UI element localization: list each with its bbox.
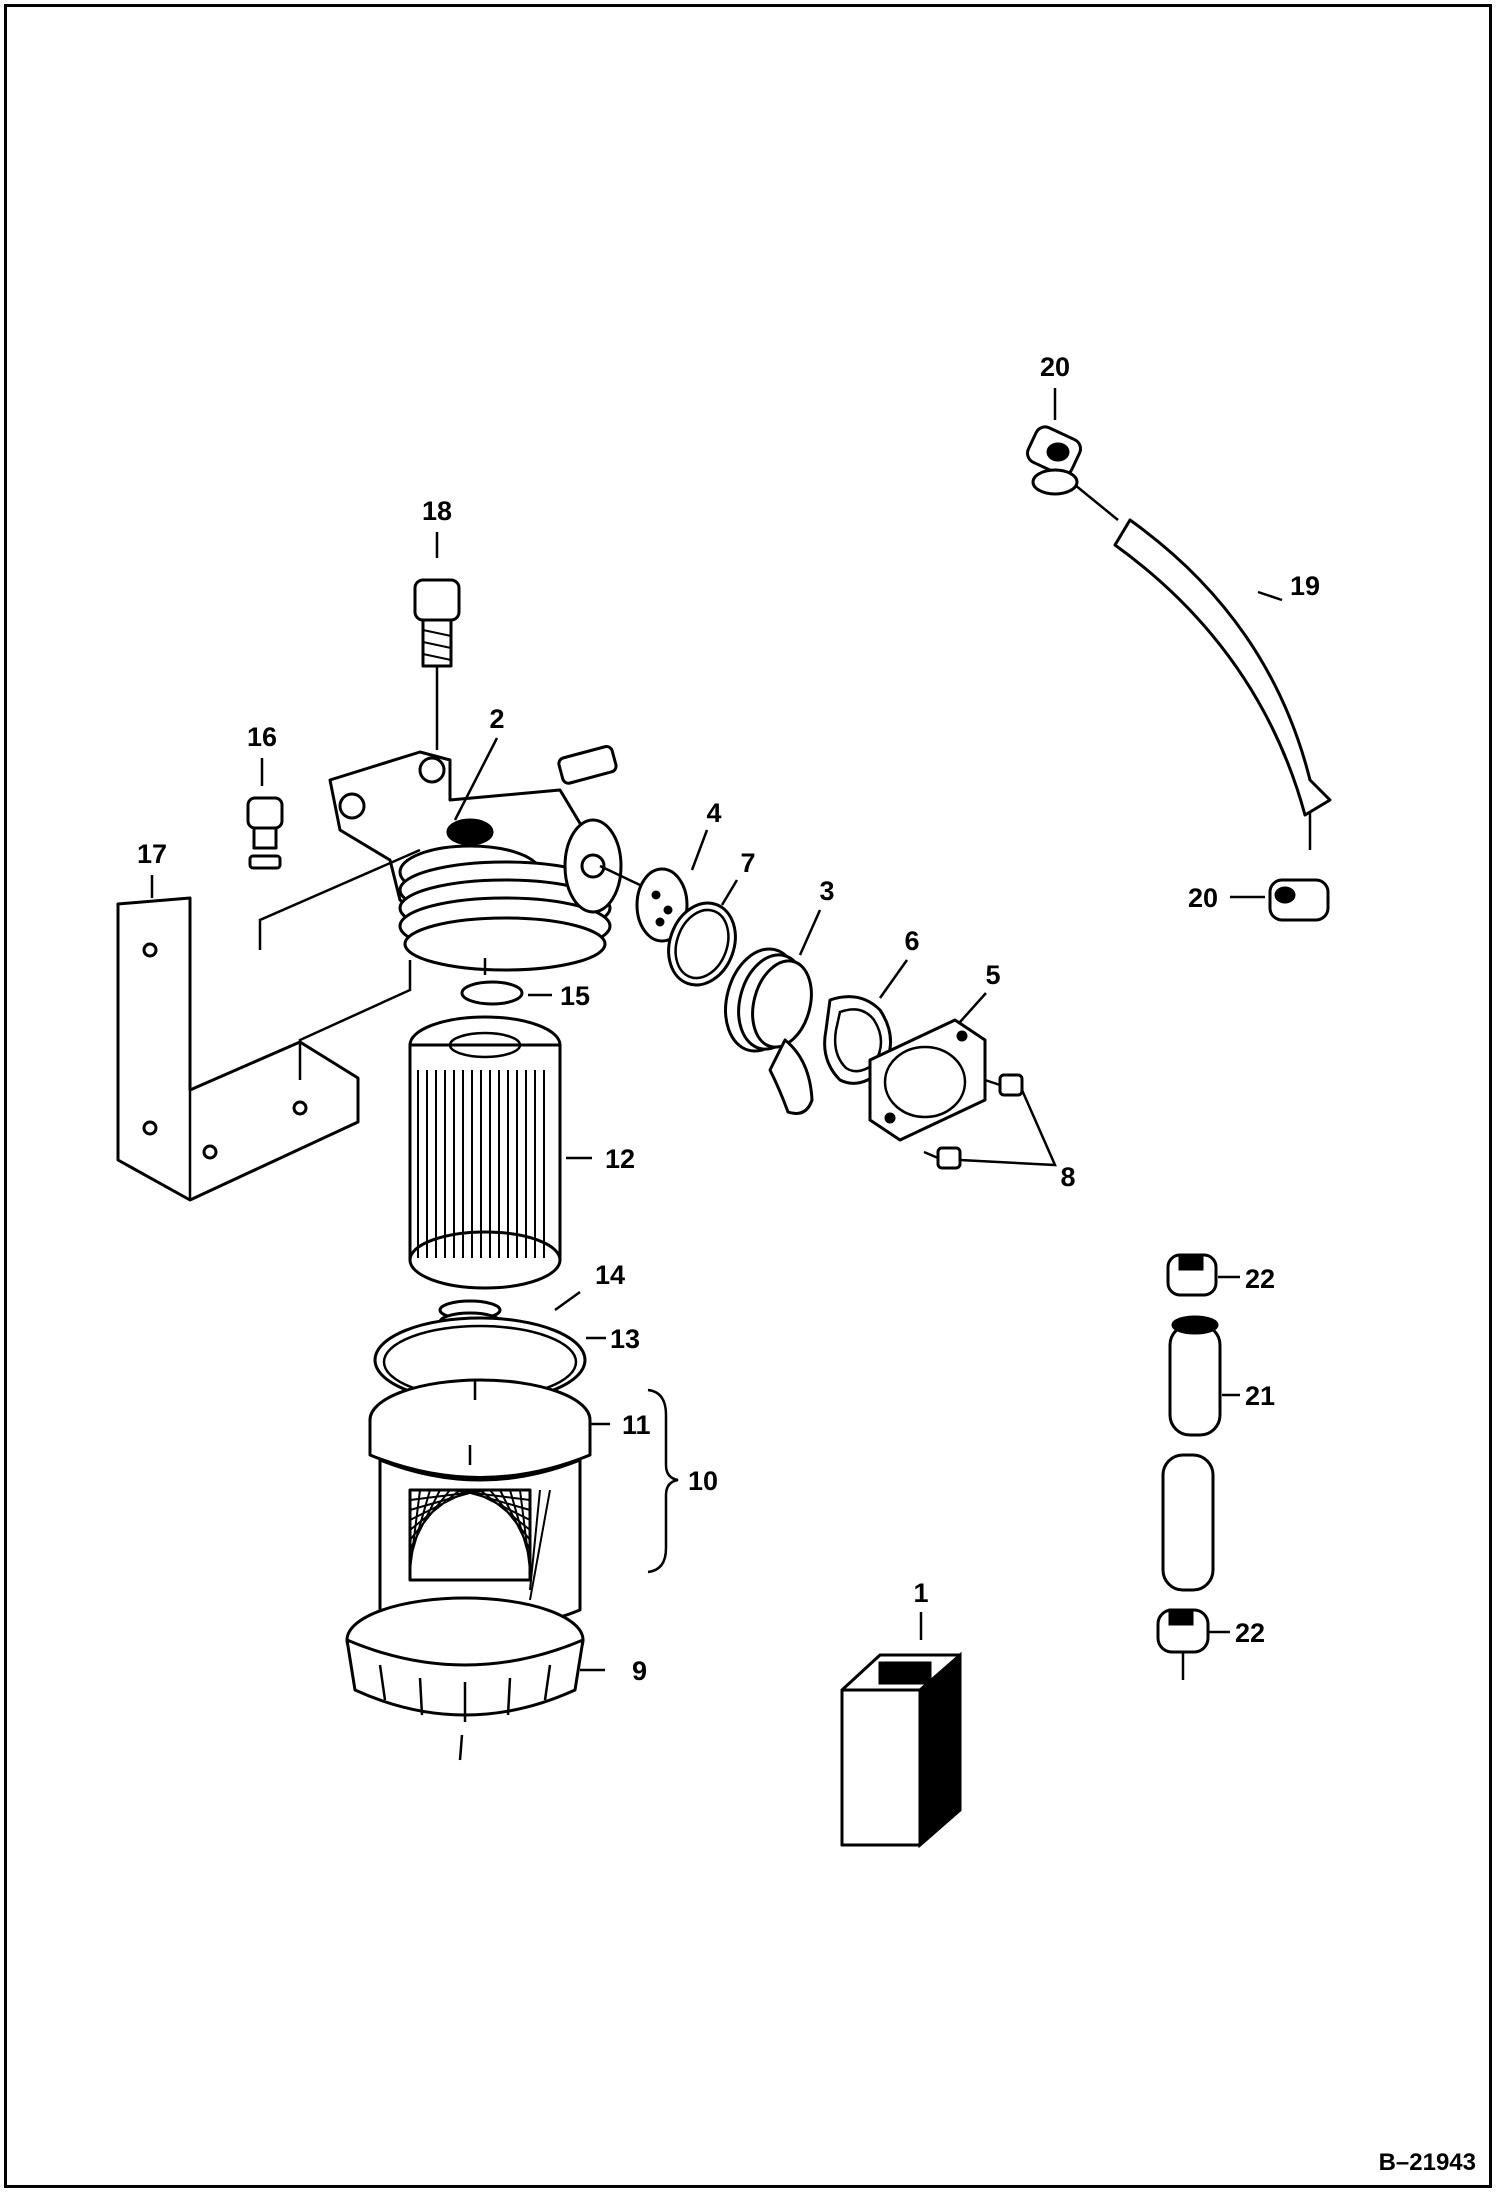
part-7-o-ring — [667, 901, 737, 987]
part-3-cam — [724, 947, 814, 1115]
part-21-fuel-line — [1161, 1315, 1222, 1592]
label-part-21: 21 — [1245, 1381, 1275, 1411]
part-5-cover — [868, 1018, 987, 1142]
label-part-2: 2 — [489, 704, 504, 734]
label-part-14: 14 — [595, 1260, 625, 1290]
part-15-o-ring — [460, 980, 524, 1006]
part-20-clamp-bottom — [1268, 878, 1330, 922]
part-17-bracket — [116, 896, 412, 1202]
label-part-8: 8 — [1060, 1162, 1075, 1192]
label-part-3: 3 — [819, 876, 834, 906]
centre-axis — [458, 958, 487, 1761]
part-2-filter-head — [258, 745, 641, 972]
label-part-13: 13 — [610, 1324, 640, 1354]
label-part-6: 6 — [904, 926, 919, 956]
label-part-15: 15 — [560, 981, 590, 1011]
label-part-12: 12 — [605, 1144, 635, 1174]
label-part-18: 18 — [422, 496, 452, 526]
part-8-screws — [923, 1073, 1057, 1170]
part-10-bowl — [368, 1378, 592, 1632]
figure-id: B–21943 — [1379, 2149, 1476, 2176]
label-part-7: 7 — [740, 848, 755, 878]
leader-lines — [150, 388, 1283, 1672]
part-20-clamp-top — [1026, 425, 1082, 496]
part-1-filter-box — [840, 1651, 962, 1849]
part-19-hose — [1074, 484, 1332, 850]
label-part-22-top: 22 — [1245, 1264, 1275, 1294]
label-part-19: 19 — [1290, 571, 1320, 601]
label-part-11: 11 — [622, 1410, 651, 1440]
part-18-bolt — [413, 578, 461, 750]
part-12-filter-element — [408, 1015, 562, 1290]
part-16-plug — [246, 796, 284, 870]
part-22-clamp-top — [1166, 1253, 1218, 1297]
label-part-22-bottom: 22 — [1235, 1618, 1265, 1648]
part-22-clamp-bottom — [1156, 1608, 1210, 1680]
part-9-ring-nut — [345, 1596, 585, 1722]
label-part-20-bottom: 20 — [1188, 883, 1218, 913]
label-part-4: 4 — [706, 798, 721, 828]
label-part-17: 17 — [137, 839, 167, 869]
part-labels: 18 2 16 17 20 19 20 4 7 3 6 5 8 15 12 14… — [137, 352, 1320, 1686]
label-part-5: 5 — [985, 960, 1000, 990]
label-part-20-top: 20 — [1040, 352, 1070, 382]
label-part-9: 9 — [632, 1656, 647, 1686]
label-part-10: 10 — [688, 1466, 718, 1496]
label-part-16: 16 — [247, 722, 277, 752]
label-part-1: 1 — [913, 1578, 928, 1608]
